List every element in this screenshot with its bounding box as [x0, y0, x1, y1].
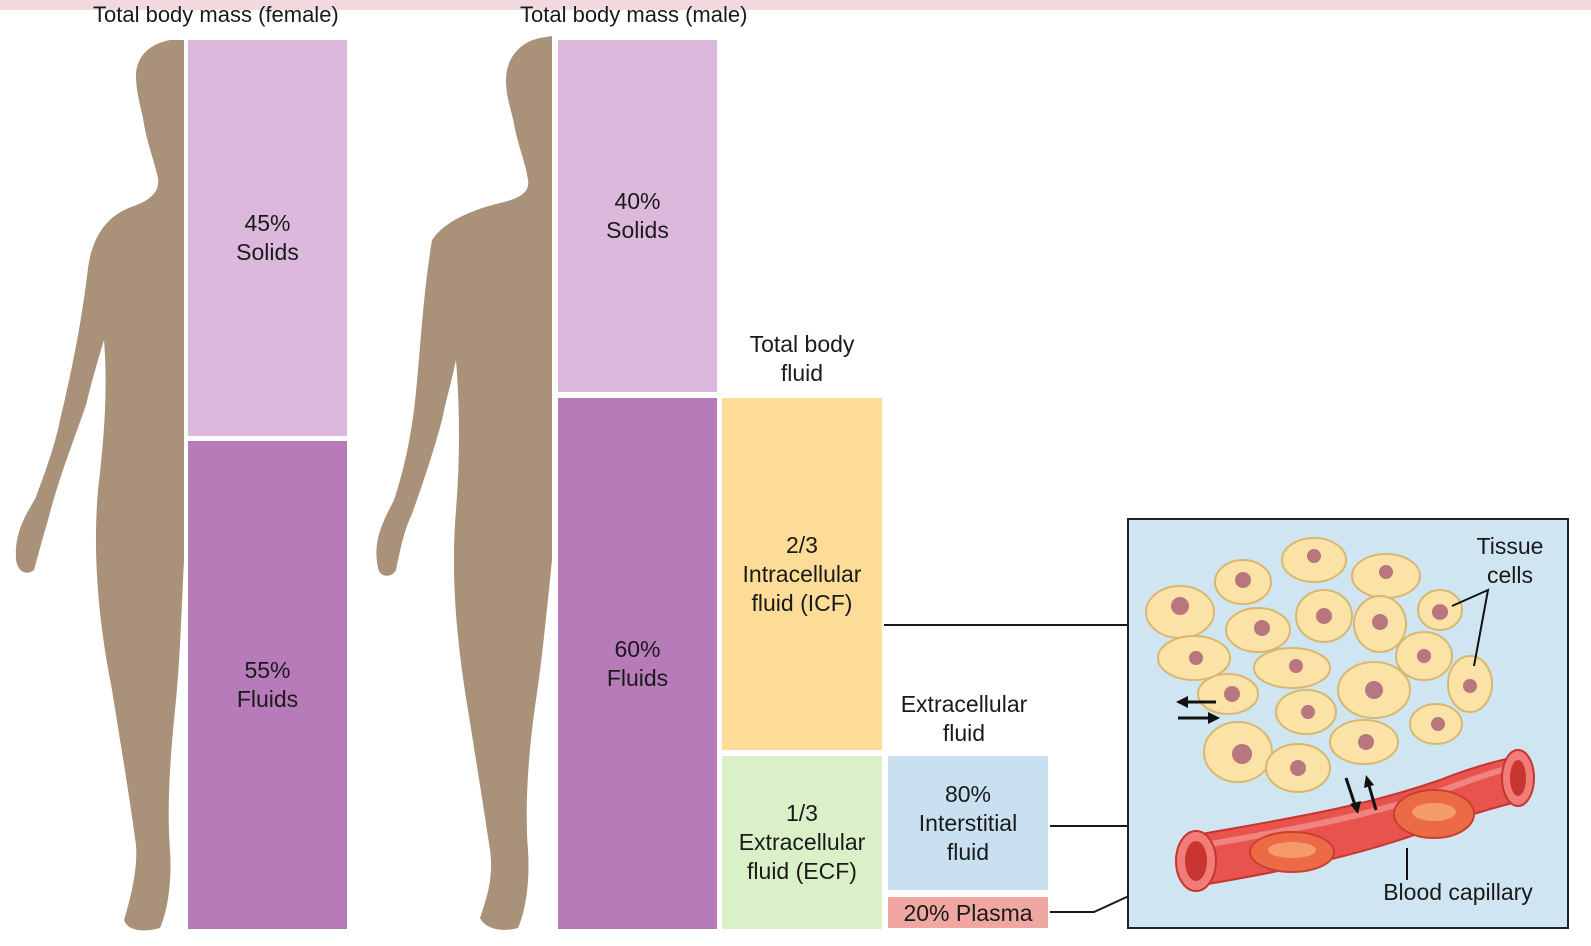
icf-label: 2/3 Intracellular fluid (ICF): [743, 531, 862, 618]
male-fluids-bar: 60% Fluids: [558, 398, 717, 929]
male-solids-label: 40% Solids: [606, 187, 669, 245]
female-solids-bar: 45% Solids: [188, 40, 347, 436]
interstitial-bar: 80% Interstitial fluid: [888, 756, 1048, 890]
tissue-cells-label: Tissue cells: [1460, 532, 1560, 590]
ecf-bar: 1/3 Extracellular fluid (ECF): [722, 756, 882, 929]
male-fluids-label: 60% Fluids: [607, 635, 668, 693]
total-body-fluid-title: Total body fluid: [722, 330, 882, 388]
icf-bar: 2/3 Intracellular fluid (ICF): [722, 398, 882, 750]
extracellular-fluid-title: Extracellular fluid: [884, 690, 1044, 748]
female-fluids-bar: 55% Fluids: [188, 441, 347, 929]
female-fluids-label: 55% Fluids: [237, 656, 298, 714]
male-solids-bar: 40% Solids: [558, 40, 717, 392]
capillary-label: Blood capillary: [1368, 878, 1548, 907]
ecf-label: 1/3 Extracellular fluid (ECF): [739, 799, 866, 886]
interstitial-label: 80% Interstitial fluid: [919, 780, 1017, 867]
plasma-bar: 20% Plasma: [888, 897, 1048, 928]
male-silhouette: [376, 36, 552, 930]
plasma-label: 20% Plasma: [903, 899, 1032, 927]
female-solids-label: 45% Solids: [236, 209, 299, 267]
female-silhouette: [16, 40, 184, 930]
